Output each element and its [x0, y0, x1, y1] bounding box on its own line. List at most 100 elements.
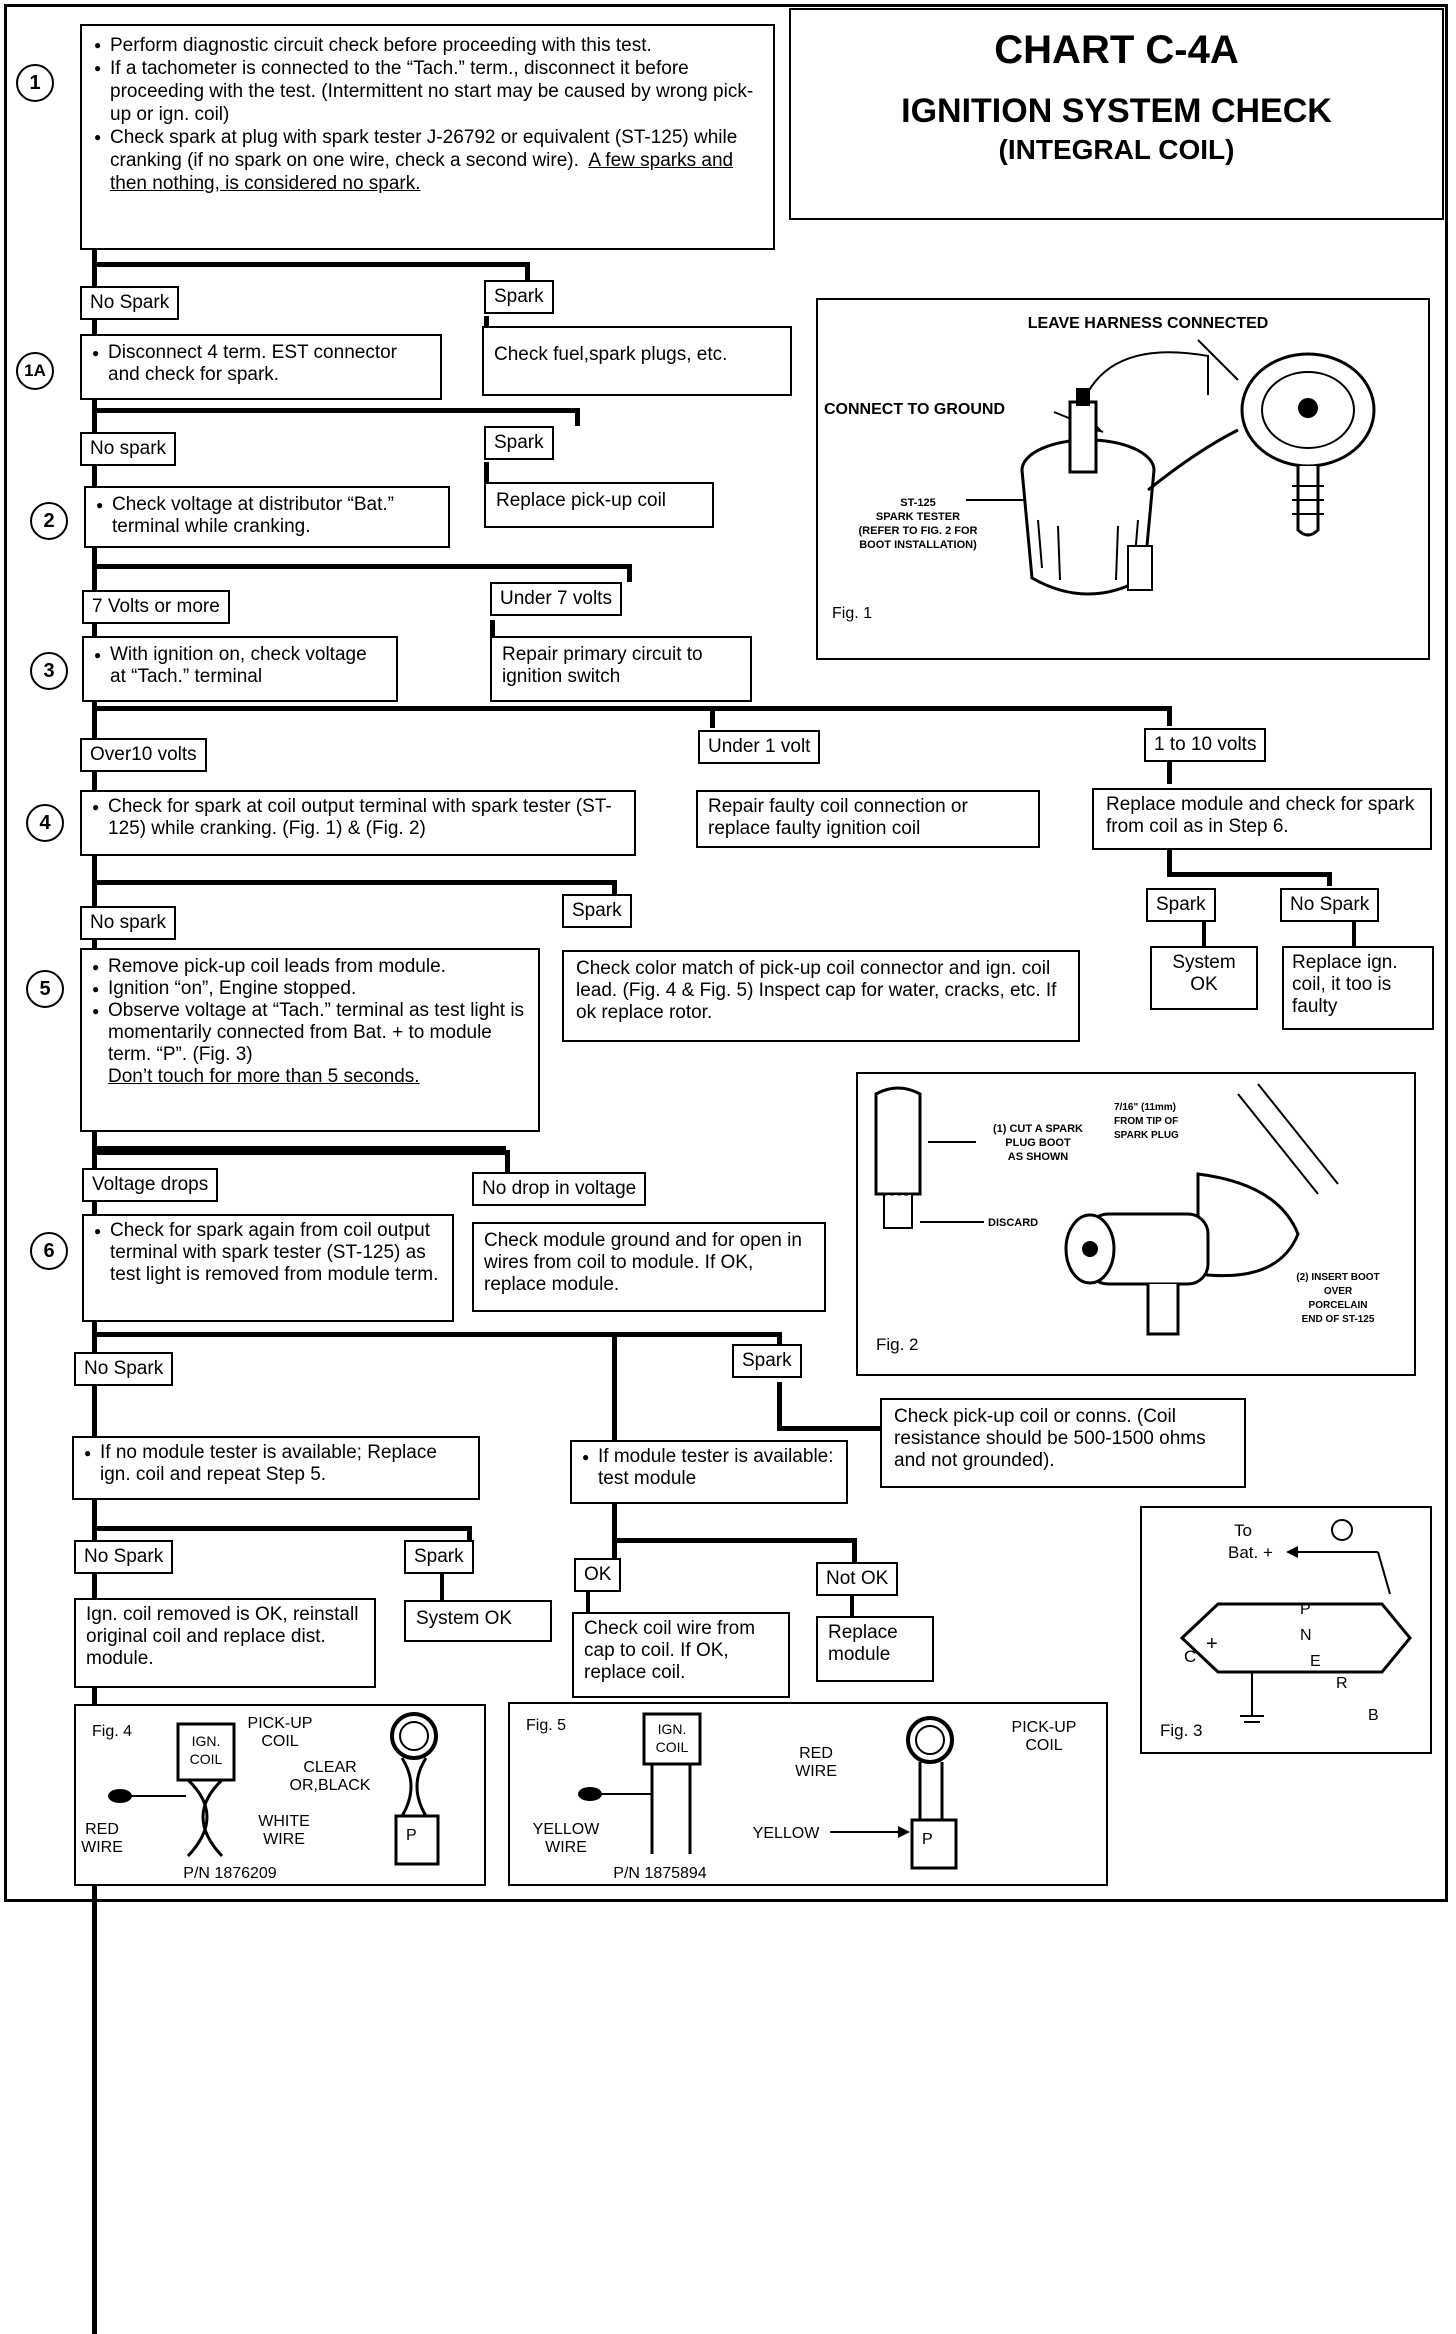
- flow-line: [777, 1426, 885, 1431]
- label-no-spark-7: No Spark: [74, 1540, 174, 1574]
- action-check-coil-wire: Check coil wire from cap to coil. If OK,…: [572, 1612, 790, 1698]
- fig-2-dim-2: FROM TIP OF: [1114, 1116, 1178, 1127]
- fig-2-discard: DISCARD: [988, 1217, 1038, 1229]
- fig-2-ins-4: END OF ST-125: [1302, 1314, 1375, 1325]
- fig-1-tester-label-2: SPARK TESTER: [876, 511, 960, 523]
- flow-line: [586, 1590, 590, 1612]
- flow-line: [627, 564, 632, 582]
- fig-1-panel: LEAVE HARNESS CONNECTED CONNECT TO GROUN…: [816, 298, 1430, 660]
- label-under-1: Under 1 volt: [698, 730, 821, 764]
- fig-4-caption: Fig. 4: [92, 1723, 132, 1740]
- fig-1-tester-label-1: ST-125: [900, 497, 935, 509]
- step-4-text: Check for spark at coil output terminal …: [92, 796, 624, 840]
- step-2-box: Check voltage at distributor “Bat.” term…: [84, 486, 450, 548]
- label-no-spark-right: No Spark: [1280, 888, 1380, 922]
- flow-line: [1352, 920, 1356, 946]
- fig-5-pickup-2: COIL: [1025, 1737, 1062, 1754]
- fig-4-ign-1: IGN.: [192, 1733, 221, 1749]
- step-1-text-2: If a tachometer is connected to the “Tac…: [94, 57, 761, 126]
- step-1a-marker: 1A: [16, 352, 54, 390]
- fig-3-p: P: [1300, 1601, 1311, 1618]
- fig-3-to: To: [1234, 1521, 1252, 1540]
- fig-3-illustration: To Bat. + + C P N E R B Fig. 3: [1160, 1519, 1412, 1740]
- step-1-box: Perform diagnostic circuit check before …: [80, 24, 775, 250]
- no-tester-text: If no module tester is available; Replac…: [84, 1442, 468, 1486]
- tester-text: If module tester is available: test modu…: [582, 1446, 836, 1490]
- fig-3-e: E: [1310, 1653, 1321, 1670]
- action-repair-primary: Repair primary circuit to ignition switc…: [490, 636, 752, 702]
- fig-3-n: N: [1300, 1627, 1312, 1644]
- label-over-10: Over10 volts: [80, 738, 207, 772]
- fig-1-illustration: LEAVE HARNESS CONNECTED CONNECT TO GROUN…: [824, 315, 1376, 622]
- step-5-warning: Don’t touch for more than 5 seconds.: [108, 1066, 420, 1087]
- action-replace-module-7: Replace module: [816, 1616, 934, 1682]
- flow-line: [92, 262, 530, 267]
- result-system-ok: System OK: [1150, 946, 1258, 1010]
- flow-line: [575, 408, 580, 426]
- fig-4-ign-2: COIL: [190, 1751, 223, 1767]
- chart-title: CHART C-4A: [994, 28, 1239, 72]
- flow-line: [1167, 706, 1172, 726]
- chart-subtitle: IGNITION SYSTEM CHECK: [901, 92, 1332, 130]
- action-replace-ign-coil: Replace ign. coil, it too is faulty: [1282, 946, 1434, 1030]
- fig-5-yellow: YELLOW: [753, 1825, 821, 1842]
- fig-5-pn: P/N 1875894: [613, 1865, 707, 1882]
- step-5-text-3: Observe voltage at “Tach.” terminal as t…: [92, 1000, 528, 1066]
- step-1-text-3: Check spark at plug with spark tester J-…: [94, 126, 761, 195]
- flow-line: [1202, 920, 1206, 946]
- fig-2-caption: Fig. 2: [876, 1335, 919, 1354]
- label-spark-1a: Spark: [484, 426, 554, 460]
- flow-line: [92, 706, 1172, 711]
- flow-line: [92, 408, 580, 413]
- label-spark-right: Spark: [1146, 888, 1216, 922]
- flow-line: [92, 564, 632, 569]
- label-spark: Spark: [484, 280, 554, 314]
- flow-line: [1167, 848, 1172, 876]
- fig-5-illustration: Fig. 5 IGN. COIL RED WIRE YELLOW WIRE P …: [526, 1712, 1077, 1882]
- label-under-7: Under 7 volts: [490, 582, 622, 616]
- fig-1-tester-label-3: (REFER TO FIG. 2 FOR: [859, 525, 978, 537]
- step-6-marker: 6: [30, 1232, 68, 1270]
- flow-line: [440, 1574, 444, 1600]
- step-1-marker: 1: [16, 64, 54, 102]
- step-3-text: With ignition on, check voltage at “Tach…: [94, 644, 386, 688]
- step-5-marker: 5: [26, 970, 64, 1008]
- step-4-marker: 4: [26, 804, 64, 842]
- page-frame: [4, 4, 1448, 1902]
- fig-4-white-2: WIRE: [263, 1831, 305, 1848]
- fig-1-caption: Fig. 1: [832, 605, 872, 622]
- fig-4-p: P: [406, 1827, 417, 1844]
- fig-3-bat: Bat. +: [1228, 1543, 1273, 1562]
- fig-5-ign-1: IGN.: [658, 1721, 687, 1737]
- label-spark-7: Spark: [404, 1540, 474, 1574]
- fig-2-ins-1: (2) INSERT BOOT: [1296, 1272, 1379, 1283]
- fig-5-red-1: RED: [799, 1745, 833, 1762]
- fig-4-pn: P/N 1876209: [183, 1865, 277, 1882]
- flow-line: [484, 462, 489, 492]
- fig-5-red-2: WIRE: [795, 1763, 837, 1780]
- label-no-spark-6: No Spark: [74, 1352, 174, 1386]
- fig-3-panel: To Bat. + + C P N E R B Fig. 3: [1140, 1506, 1432, 1754]
- fig-2-dim-3: SPARK PLUG: [1114, 1130, 1179, 1141]
- label-no-drop: No drop in voltage: [472, 1172, 647, 1206]
- label-1-to-10: 1 to 10 volts: [1144, 728, 1267, 762]
- fig-2-illustration: (1) CUT A SPARK PLUG BOOT AS SHOWN DISCA…: [874, 1083, 1380, 1354]
- fig-4-illustration: Fig. 4 IGN. COIL PICK-UP COIL CLEAR OR,B…: [81, 1712, 440, 1882]
- fig-3-plus: +: [1206, 1633, 1218, 1655]
- fig-2-ins-2: OVER: [1324, 1286, 1353, 1297]
- fig-5-yellow-wire-1: YELLOW: [533, 1821, 601, 1838]
- flow-line: [92, 880, 616, 885]
- flow-line: [1167, 760, 1172, 784]
- fig-5-caption: Fig. 5: [526, 1717, 566, 1734]
- label-spark-6: Spark: [732, 1344, 802, 1378]
- action-check-module-ground: Check module ground and for open in wire…: [472, 1222, 826, 1312]
- flow-line: [612, 1538, 617, 1562]
- fig-5-pickup-1: PICK-UP: [1012, 1719, 1077, 1736]
- flow-line: [777, 1332, 782, 1348]
- flow-line: [92, 1332, 782, 1337]
- fig-4-clear-1: CLEAR: [303, 1759, 356, 1776]
- step-5-text-2: Ignition “on”, Engine stopped.: [92, 978, 528, 1000]
- fig-4-red-2: WIRE: [81, 1839, 123, 1856]
- label-spark-4: Spark: [562, 894, 632, 928]
- flow-line: [92, 1490, 97, 1530]
